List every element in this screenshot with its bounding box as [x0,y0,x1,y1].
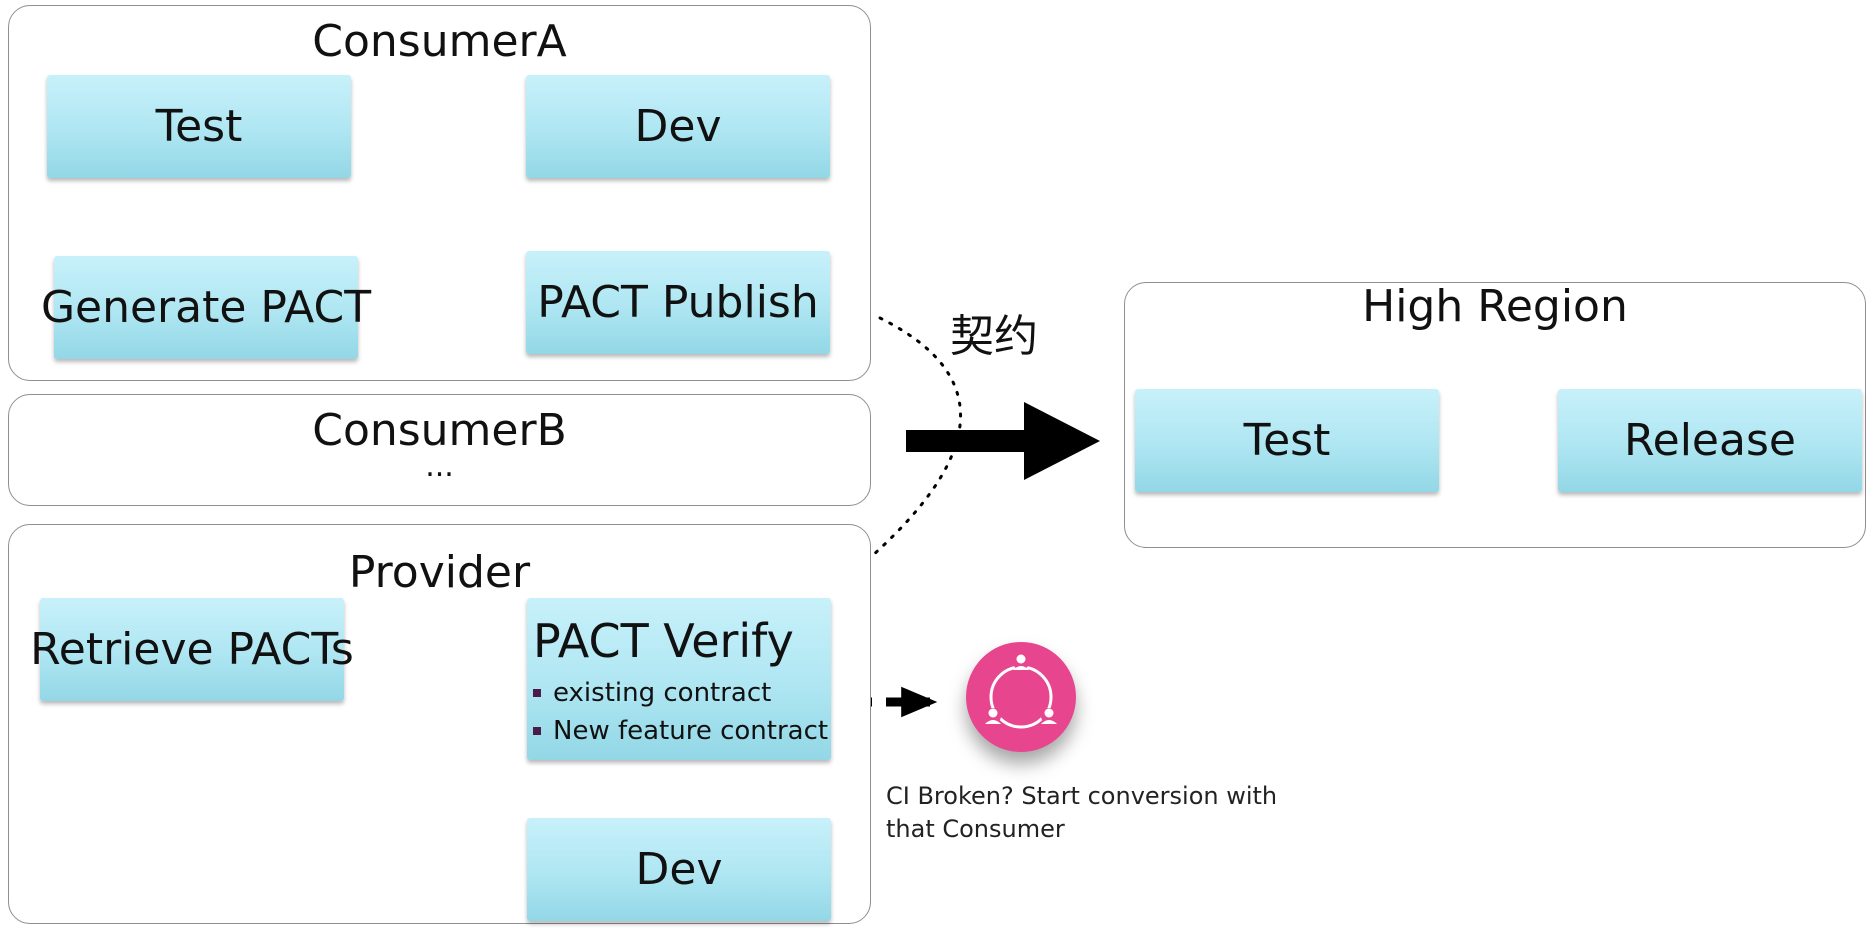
retrieve-pacts-box: Retrieve PACTs [30,598,354,701]
consumer-b-ellipsis: ... [425,449,454,484]
verify-item-label: existing contract [553,678,772,708]
verify-item: existing contract [533,674,828,712]
contract-label: 契约 [950,311,1038,362]
ci-broken-note: CI Broken? Start conversion with that Co… [886,782,1278,843]
release-box: Release [1558,389,1862,492]
verify-item: New feature contract [533,712,828,750]
pact-verify-title: PACT Verify [533,614,794,668]
contract-big-arrow [906,402,1100,480]
provider-group: Provider [8,524,871,924]
team-cycle-icon [966,642,1076,752]
pact-verify-list: existing contract New feature contract [533,674,828,750]
pact-verify-box: PACT Verify existing contract New featur… [527,598,831,760]
verify-item-label: New feature contract [553,716,829,746]
bullet-square-icon [533,689,541,697]
pact-publish-box: PACT Publish [526,251,830,354]
high-region-title: High Region [1362,281,1628,332]
team-cycle-icon-graphic [985,654,1057,729]
contract-dotted-arc [870,316,962,558]
consumer-a-title: ConsumerA [312,16,567,67]
provider-dev-box: Dev [527,818,831,921]
consumer-a-dev-box: Dev [526,75,830,178]
provider-title: Provider [348,547,531,598]
consumer-b-group: ConsumerB ... [8,394,871,506]
high-region-test-box: Test [1135,389,1439,492]
generate-pact-box: Generate PACT [41,256,371,359]
consumer-b-title: ConsumerB [312,405,567,456]
consumer-a-test-box: Test [47,75,351,178]
bullet-square-icon [533,727,541,735]
